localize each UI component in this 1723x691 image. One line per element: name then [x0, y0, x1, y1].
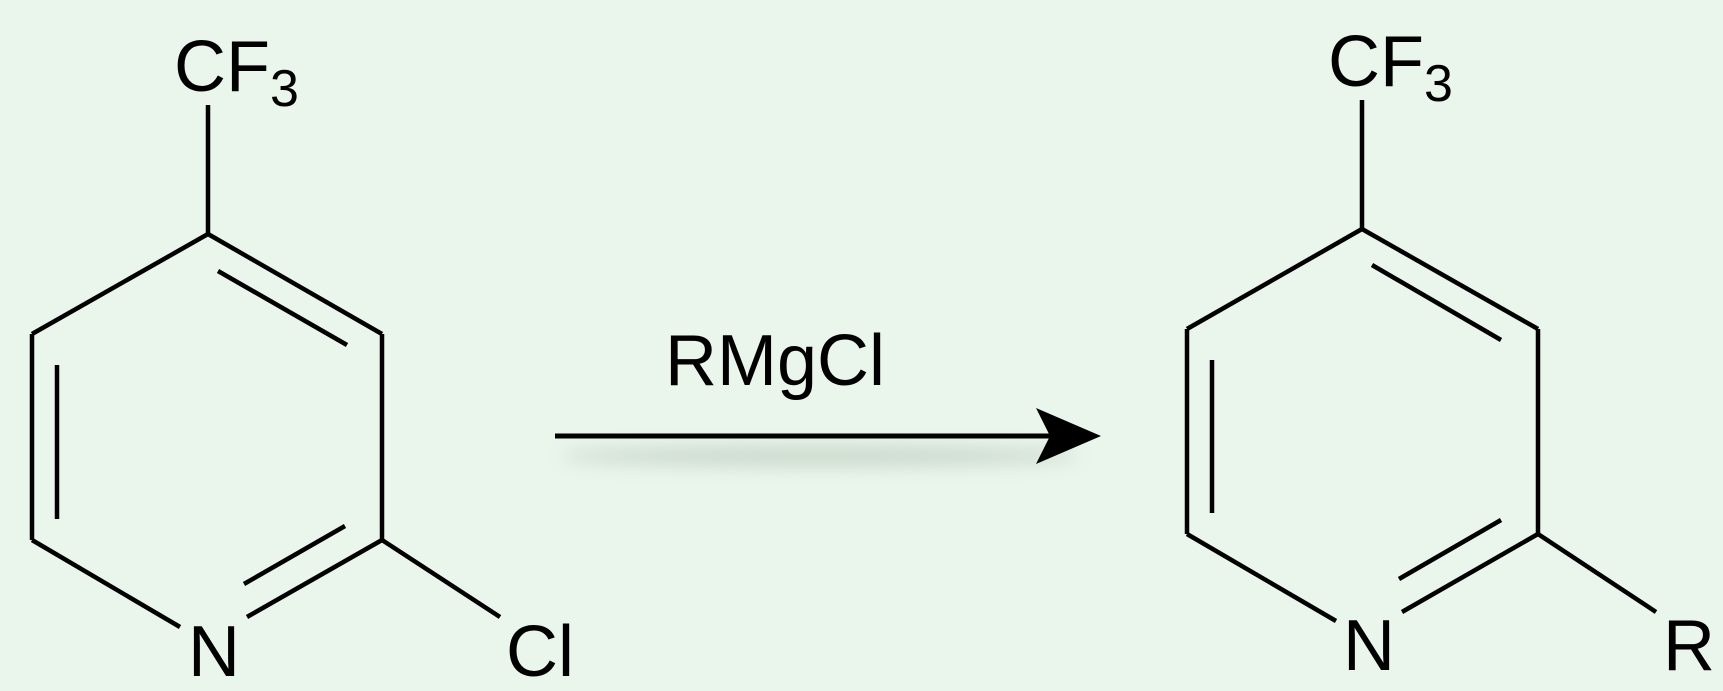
- product-nitrogen-label: N: [1343, 606, 1395, 686]
- reactant-bond-c5-c4: [30, 232, 210, 336]
- reactant-bond-c2-cl: [380, 538, 502, 619]
- product-bond-c5-c4: [1185, 227, 1364, 331]
- reactant-bond-n-c6: [30, 538, 182, 629]
- reaction-arrow-shadow: [560, 446, 1080, 466]
- product-cf3-label: CF3: [1328, 22, 1453, 113]
- product-bond-c2-r: [1536, 532, 1658, 614]
- reactant-cf3-label: CF3: [174, 27, 299, 118]
- reactant-cf3-subscript: 3: [270, 60, 299, 118]
- reaction-arrow-group: RMgCl: [555, 321, 1101, 466]
- product-cf3-subscript: 3: [1424, 55, 1453, 113]
- product-bond-c4-c3-inner: [1370, 263, 1503, 342]
- reactant-cf3-main: CF: [174, 27, 270, 107]
- reaction-arrow-head: [1036, 408, 1101, 464]
- product-r-group-label: R: [1663, 606, 1715, 686]
- product-bond-c4-c3: [1360, 227, 1540, 331]
- product-bond-c2-n: [1400, 532, 1540, 614]
- reactant-bond-c2-n-inner: [242, 524, 347, 586]
- reactant-bond-c3-c4-inner: [216, 269, 349, 347]
- reagent-label: RMgCl: [665, 321, 885, 401]
- reactant-molecule: CF3 N Cl: [29, 27, 574, 691]
- reactant-chlorine-label: Cl: [506, 612, 574, 686]
- product-bond-c2-n-inner: [1397, 518, 1503, 581]
- product-bond-n-c6: [1185, 532, 1338, 623]
- product-molecule: CF3 N R: [1184, 22, 1715, 686]
- reactant-nitrogen-label: N: [188, 612, 240, 686]
- reactant-bond-c4-c3: [206, 232, 384, 336]
- product-cf3-main: CF: [1328, 22, 1424, 102]
- reactant-bond-c2-n: [245, 538, 384, 619]
